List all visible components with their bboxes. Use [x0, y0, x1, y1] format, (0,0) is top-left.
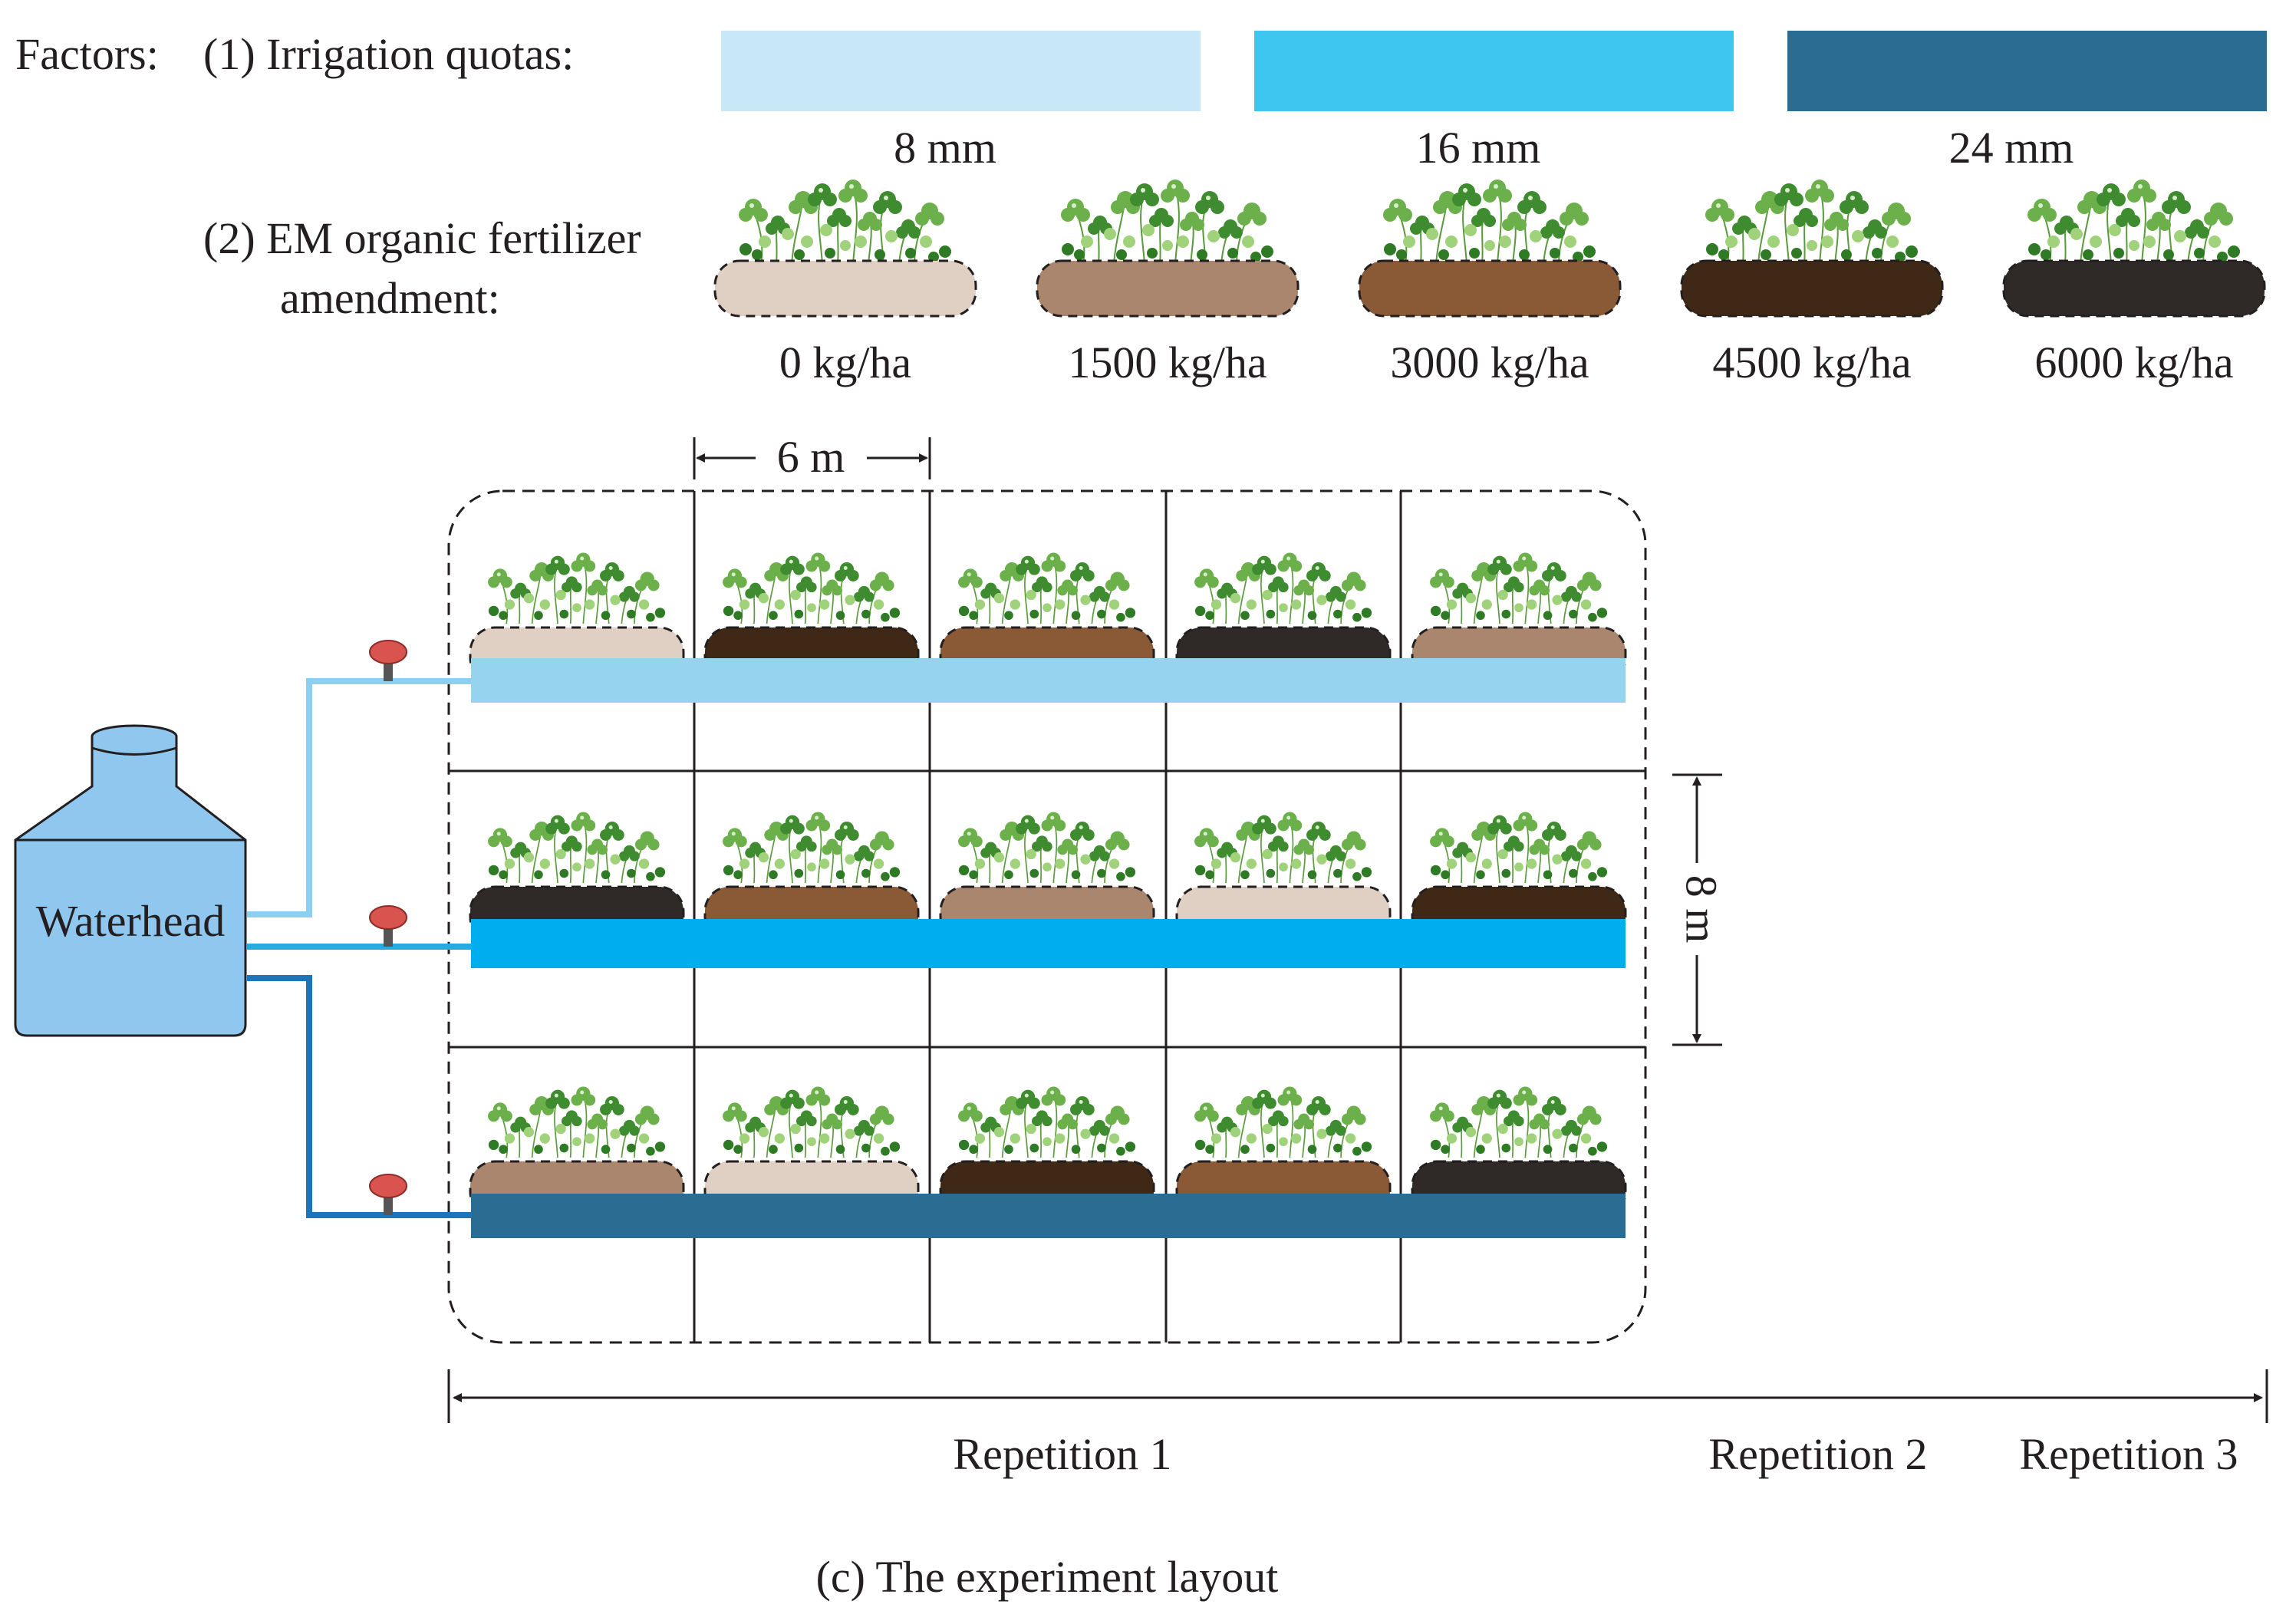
waterhead-label: Waterhead: [36, 896, 226, 946]
irrigation-level-3-label: 24 mm: [1949, 123, 2074, 173]
fertilizer-label-line1: (2) EM organic fertilizer: [203, 213, 641, 263]
clover-plants-icon: [722, 552, 901, 625]
clover-plants-icon: [487, 552, 667, 625]
clover-plants-icon: [957, 552, 1137, 625]
clover-plants-icon: [722, 811, 901, 884]
fertilizer-level-4-label: 4500 kg/ha: [1712, 338, 1911, 387]
soil-bed: [1036, 259, 1299, 318]
irrigation-legend: 8 mm 16 mm 24 mm: [721, 31, 2267, 173]
repetitions-span: Repetition 1 Repetition 2 Repetition 3: [447, 1369, 2268, 1479]
irrigation-pipe-row-1: [471, 658, 1626, 703]
clover-plants-icon: [2026, 178, 2242, 266]
width-dimension: 6 m: [693, 432, 931, 482]
repetition-2-label: Repetition 2: [1708, 1429, 1927, 1479]
fertilizer-level-5-label: 6000 kg/ha: [2034, 338, 2233, 387]
soil-bed: [1358, 259, 1622, 318]
fertilizer-legend: 0 kg/ha 1500 kg/ha 3000 kg/ha 4500 kg/ha 600…: [713, 178, 2266, 387]
soil-bed: [1680, 259, 1944, 318]
fertilizer-level-3-label: 3000 kg/ha: [1390, 338, 1589, 387]
height-dimension: 8 m: [1672, 773, 1727, 1046]
fertilizer-level-4-sample: [1680, 178, 1944, 318]
waterhead-tank: Waterhead: [14, 724, 247, 1037]
clover-plants-icon: [737, 178, 953, 266]
fertilizer-level-1-label: 0 kg/ha: [779, 338, 911, 387]
fertilizer-level-2-label: 1500 kg/ha: [1068, 338, 1267, 387]
width-dimension-label: 6 m: [777, 432, 845, 482]
feeder-pipes: [247, 678, 476, 1218]
clover-plants-icon: [1429, 811, 1609, 884]
clover-plants-icon: [1059, 178, 1275, 266]
irrigation-level-2-bar: [1254, 31, 1734, 111]
clover-plants-icon: [487, 1085, 667, 1159]
clover-plants-icon: [1194, 1085, 1373, 1159]
irrigation-pipes: [471, 658, 1626, 1238]
valve-icon: [369, 640, 407, 681]
irrigation-pipe-row-3: [471, 1194, 1626, 1238]
valve-icon: [369, 905, 407, 947]
fertilizer-level-1-sample: [713, 178, 977, 318]
repetition-1-label: Repetition 1: [953, 1429, 1171, 1479]
clover-plants-icon: [487, 811, 667, 884]
plots-grid: [469, 552, 1627, 1218]
height-dimension-label: 8 m: [1677, 875, 1727, 944]
clover-plants-icon: [957, 811, 1137, 884]
repetition-3-label: Repetition 3: [2019, 1429, 2238, 1479]
irrigation-level-1-label: 8 mm: [894, 123, 996, 173]
factors-label: Factors:: [15, 29, 159, 79]
fertilizer-label-line2: amendment:: [280, 273, 500, 323]
clover-plants-icon: [1429, 552, 1609, 625]
clover-plants-icon: [1382, 178, 1597, 266]
clover-plants-icon: [1194, 811, 1373, 884]
fertilizer-level-2-sample: [1036, 178, 1299, 318]
figure-caption: (c) The experiment layout: [816, 1552, 1279, 1602]
irrigation-level-1-bar: [721, 31, 1201, 111]
clover-plants-icon: [1429, 1085, 1609, 1159]
irrigation-quotas-label: (1) Irrigation quotas:: [203, 29, 574, 79]
soil-bed: [2002, 259, 2266, 318]
irrigation-level-3-bar: [1787, 31, 2267, 111]
soil-bed: [713, 259, 977, 318]
irrigation-pipe-row-2: [471, 919, 1626, 968]
fertilizer-level-5-sample: [2002, 178, 2266, 318]
clover-plants-icon: [1194, 552, 1373, 625]
valve-icon: [369, 1174, 407, 1215]
clover-plants-icon: [722, 1085, 901, 1159]
irrigation-level-2-label: 16 mm: [1416, 123, 1541, 173]
clover-plants-icon: [957, 1085, 1137, 1159]
clover-plants-icon: [1704, 178, 1919, 266]
valves: [369, 640, 407, 1215]
fertilizer-level-3-sample: [1358, 178, 1622, 318]
